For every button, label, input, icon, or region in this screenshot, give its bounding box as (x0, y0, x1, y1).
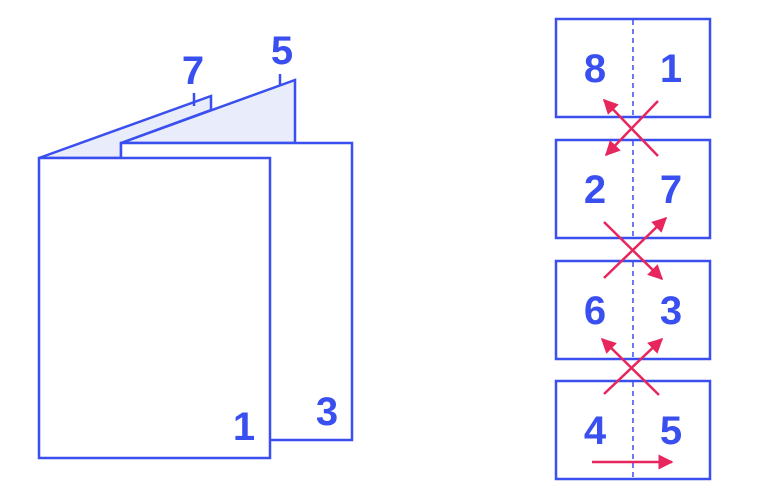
label-front-page-1: 1 (233, 405, 255, 449)
sheet-left-label: 8 (584, 47, 606, 91)
sheet-4: 4 5 (554, 379, 712, 481)
sheet-right-label: 3 (660, 289, 682, 333)
arrow-to-6 (600, 337, 660, 396)
folded-booklet (37, 74, 354, 460)
sheet-right-label: 5 (660, 409, 682, 453)
label-top-5: 5 (271, 29, 293, 73)
sheet-1: 8 1 (554, 17, 712, 119)
sheet-left-label: 2 (584, 168, 606, 212)
sheet-3: 6 3 (554, 259, 712, 361)
sheet-left-label: 4 (584, 409, 607, 453)
front-page (37, 156, 272, 460)
label-top-7: 7 (182, 49, 204, 93)
label-back-page-3: 3 (316, 390, 338, 434)
arrow-1-to-2 (604, 100, 659, 157)
sheet-right-label: 1 (660, 47, 682, 91)
sheet-left-label: 6 (584, 289, 606, 333)
order-arrows (592, 98, 674, 470)
arrow-to-3 (603, 337, 664, 395)
sheet-right-label: 7 (660, 168, 682, 212)
sheet-2: 2 7 (554, 138, 712, 240)
arrow-6-to-7-up (603, 216, 668, 279)
